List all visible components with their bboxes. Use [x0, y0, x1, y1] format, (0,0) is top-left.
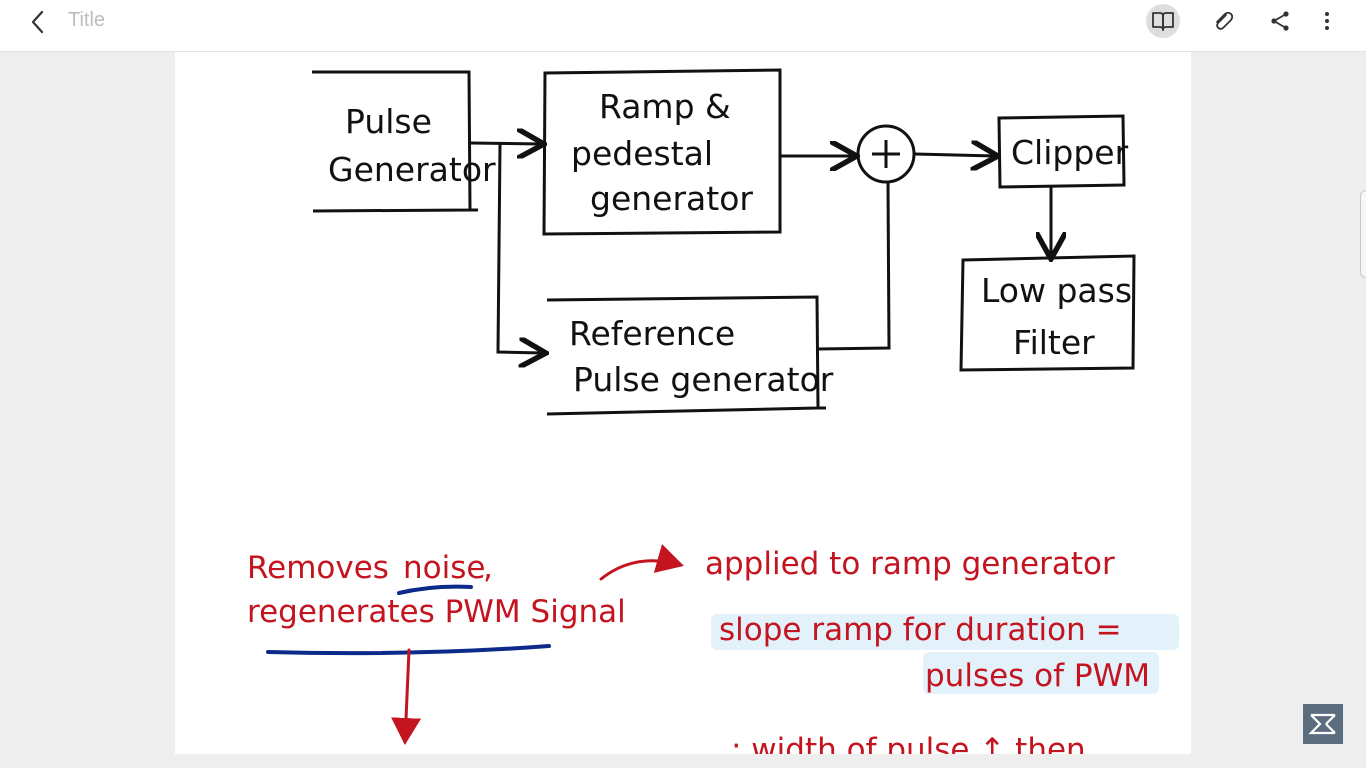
more-options-button[interactable]	[1310, 4, 1344, 38]
highlight-band-1	[711, 614, 1179, 650]
noise-underline	[397, 584, 473, 595]
pwm-underline	[266, 644, 551, 656]
highlight-band-2	[923, 652, 1159, 694]
paperclip-icon	[1216, 11, 1234, 30]
clipper-block: Clipper	[997, 114, 1129, 189]
lpf-label-2: Filter	[1013, 323, 1095, 362]
book-icon	[1152, 12, 1174, 31]
diagram-connections	[468, 143, 1051, 353]
red-notes: Removes noise , regenerates PWM Signal a…	[247, 546, 1150, 754]
reference-label-2: Pulse generator	[573, 360, 834, 399]
attach-button[interactable]	[1206, 4, 1240, 38]
reading-mode-button[interactable]	[1146, 4, 1180, 38]
note-comma: ,	[483, 550, 493, 586]
pulse-generator-label-2: Generator	[328, 150, 496, 189]
ramp-pedestal-block: Ramp & pedestal generator	[542, 68, 782, 236]
more-vertical-icon	[1325, 12, 1329, 30]
red-arrow-down	[391, 648, 422, 745]
note-applied: applied to ramp generator	[705, 546, 1115, 582]
channel-logo	[1303, 704, 1343, 744]
note-noise: noise	[403, 550, 485, 586]
clipper-label: Clipper	[1011, 133, 1129, 172]
back-chevron-icon	[31, 10, 44, 34]
app-toolbar: Title	[0, 0, 1366, 52]
ramp-label-3: generator	[590, 179, 753, 218]
pulse-generator-label-1: Pulse	[345, 102, 432, 141]
logo-mark-icon	[1308, 713, 1336, 735]
low-pass-filter-block: Low pass Filter	[959, 254, 1136, 372]
red-arrow-right	[599, 544, 684, 581]
note-page[interactable]: Pulse Generator Ramp & pedestal generato…	[175, 52, 1191, 754]
note-width: ; width of pulse ↑ then	[731, 732, 1086, 754]
note-pulses: pulses of PWM	[925, 658, 1150, 694]
lpf-label-1: Low pass	[981, 271, 1132, 310]
note-removes: Removes	[247, 550, 389, 586]
side-panel-handle[interactable]	[1360, 190, 1366, 278]
handwritten-canvas: Pulse Generator Ramp & pedestal generato…	[247, 68, 1179, 754]
reference-label-1: Reference	[569, 314, 735, 353]
ramp-label-1: Ramp &	[599, 87, 731, 126]
note-slope: slope ramp for duration =	[719, 612, 1122, 648]
adder-junction	[856, 124, 916, 184]
note-regenerates: regenerates PWM Signal	[247, 594, 626, 630]
share-icon	[1271, 11, 1289, 31]
pulse-generator-block: Pulse Generator	[312, 70, 496, 213]
reference-pulse-block: Reference Pulse generator	[546, 295, 834, 416]
note-title[interactable]: Title	[68, 9, 106, 31]
back-button[interactable]	[24, 8, 52, 36]
ramp-label-2: pedestal	[571, 134, 713, 173]
share-button[interactable]	[1263, 4, 1297, 38]
